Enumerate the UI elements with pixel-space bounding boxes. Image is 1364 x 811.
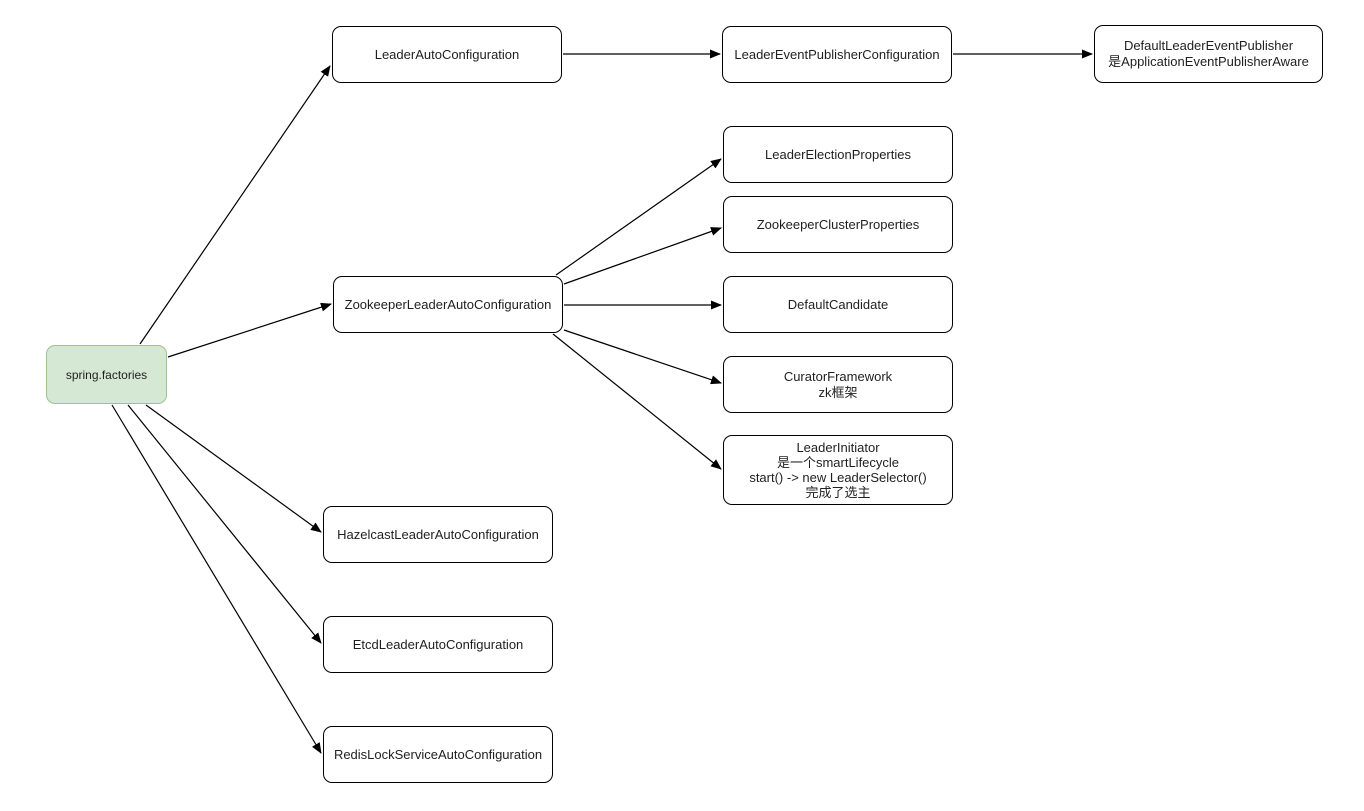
edge-zookeeper-to-leader-initiator — [552, 333, 722, 470]
node-redis-lock-service-auto-configuration[interactable]: RedisLockServiceAutoConfiguration — [323, 726, 553, 783]
node-label: spring.factories — [65, 367, 148, 382]
node-label: DefaultCandidate — [787, 296, 889, 312]
node-zookeeper-cluster-properties[interactable]: ZookeeperClusterProperties — [723, 196, 953, 253]
node-default-leader-event-publisher[interactable]: DefaultLeaderEventPublisher 是Application… — [1094, 25, 1323, 83]
node-hazelcast-leader-auto-configuration[interactable]: HazelcastLeaderAutoConfiguration — [323, 506, 553, 563]
node-label: LeaderEventPublisherConfiguration — [734, 46, 940, 62]
edge-spring-factories-to-etcd — [127, 404, 322, 644]
edge-spring-factories-to-hazelcast — [145, 404, 322, 533]
node-label: LeaderAutoConfiguration — [374, 46, 520, 62]
node-label: CuratorFramework — [783, 368, 893, 384]
node-default-candidate[interactable]: DefaultCandidate — [723, 276, 953, 333]
edge-spring-factories-to-leader-auto — [139, 65, 331, 345]
edge-spring-factories-to-redis-lock — [111, 404, 322, 754]
node-label: LeaderElectionProperties — [765, 146, 911, 162]
node-label: 是一个smartLifecycle — [776, 455, 900, 470]
node-label: start() -> new LeaderSelector() — [749, 470, 927, 485]
node-spring-factories[interactable]: spring.factories — [46, 345, 167, 404]
edge-zookeeper-to-zookeeper-cluster-properties — [563, 227, 722, 285]
node-label: HazelcastLeaderAutoConfiguration — [337, 526, 539, 542]
edge-zookeeper-to-curator-framework — [563, 329, 722, 385]
node-leader-initiator[interactable]: LeaderInitiator 是一个smartLifecycle start(… — [723, 435, 953, 505]
edge-spring-factories-to-zookeeper-leader-auto — [167, 302, 332, 358]
node-curator-framework[interactable]: CuratorFramework zk框架 — [723, 356, 953, 413]
node-label: EtcdLeaderAutoConfiguration — [352, 636, 524, 652]
node-label: ZookeeperClusterProperties — [756, 216, 920, 232]
node-etcd-leader-auto-configuration[interactable]: EtcdLeaderAutoConfiguration — [323, 616, 553, 673]
node-leader-auto-configuration[interactable]: LeaderAutoConfiguration — [332, 26, 562, 83]
node-label: zk框架 — [818, 384, 858, 400]
node-label: ZookeeperLeaderAutoConfiguration — [344, 296, 552, 312]
node-label: LeaderInitiator — [796, 440, 880, 455]
node-label: 完成了选主 — [805, 485, 871, 500]
node-zookeeper-leader-auto-configuration[interactable]: ZookeeperLeaderAutoConfiguration — [333, 276, 563, 333]
node-leader-event-publisher-configuration[interactable]: LeaderEventPublisherConfiguration — [722, 26, 952, 83]
node-label: 是ApplicationEventPublisherAware — [1108, 54, 1309, 69]
edge-zookeeper-to-leader-election-properties — [555, 158, 722, 276]
node-leader-election-properties[interactable]: LeaderElectionProperties — [723, 126, 953, 183]
node-label: RedisLockServiceAutoConfiguration — [333, 746, 543, 762]
node-label: DefaultLeaderEventPublisher — [1123, 38, 1294, 53]
